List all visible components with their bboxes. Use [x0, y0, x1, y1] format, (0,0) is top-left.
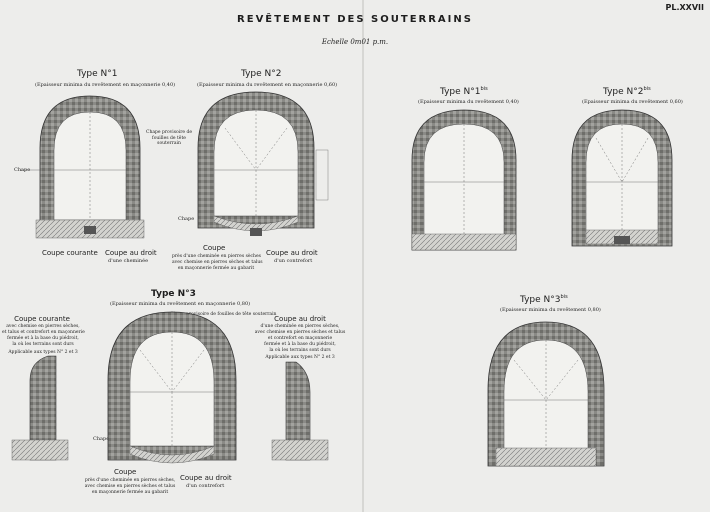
type-2-left-note-3: en maçonnerie fermée au gabarit	[177, 266, 255, 271]
type-1-title: Type N°1	[77, 69, 118, 79]
type-1-tunnel-drawing	[20, 95, 145, 239]
type-1-left-caption: Coupe courante	[42, 249, 98, 257]
type-3bis-title: Type N°3bis	[520, 294, 568, 305]
type-2-subtitle: (Epaisseur minima du revêtement en maçon…	[197, 82, 338, 88]
type-3-left-note-2: et talus et contrefort en maçonnerie	[2, 330, 85, 335]
type-3-right-note-3: et contrefort en maçonnerie	[267, 336, 333, 341]
type-3bis-tunnel-drawing	[487, 321, 605, 467]
type-2bis-tunnel-drawing	[571, 109, 673, 247]
type-2-left-note-2: avec chemise en pierres sèches et talus	[172, 260, 263, 265]
type-1-subtitle: (Epaisseur minima du revêtement en maçon…	[35, 82, 176, 88]
type-3-title: Type N°3	[151, 289, 196, 299]
type-3-right-note-2: avec chemise en pierres sèches et talus	[254, 330, 346, 335]
type-2-left-caption: Coupe	[203, 244, 226, 252]
type-3-left-head: Coupe courante	[14, 315, 70, 323]
type-3-right-head: Coupe au droit	[274, 315, 326, 323]
page-title: REVÊTEMENT DES SOUTERRAINS	[237, 14, 473, 25]
type-3-side-label: Chape	[93, 436, 110, 442]
type-3-left-note-4: la où les terrains sont durs	[12, 342, 74, 347]
type-2-title: Type N°2	[241, 69, 282, 79]
page-fold	[362, 0, 364, 512]
type-1bis-subtitle: (Epaisseur minima du revêtement 0,40)	[418, 99, 519, 105]
type-3-left-note-5: Applicable aux types N° 2 et 3	[8, 350, 78, 355]
plate-number: PL.XXVII	[665, 3, 704, 12]
type-1-note: Chape provisoire de fouilles de tête sou…	[146, 130, 192, 146]
type-3-bottom-left-note-2: avec chemise en pierres sèches et talus	[84, 484, 176, 489]
type-2-right-caption: Coupe au droit	[266, 249, 318, 257]
type-3-bottom-right-caption: Coupe au droit	[180, 474, 232, 482]
type-3-right-note-1: d'une cheminée en pierres sèches,	[260, 324, 340, 329]
type-3-right-note-4: fermée et à la base du piédroit,	[264, 342, 336, 347]
type-3-right-note-6: Applicable aux types N° 2 et 3	[265, 355, 335, 360]
type-1bis-title: Type N°1bis	[440, 86, 488, 97]
type-2-left-note-1: près d'une cheminée en pierres sèches	[172, 254, 261, 259]
type-1-right-caption: Coupe au droit	[105, 249, 157, 257]
type-2-right-caption-2: d'un contrefort	[274, 258, 313, 264]
type-3-bottom-right-caption-2: d'un contrefort	[186, 483, 225, 489]
type-1-right-caption-2: d'une cheminée	[108, 258, 149, 264]
type-3-top-note: Chape provisoire de fouilles de tête sou…	[170, 312, 277, 317]
type-3-bottom-left-note-1: près d'une cheminée en pierres sèches,	[84, 478, 176, 483]
type-2-side-label: Chape	[178, 216, 195, 222]
type-2bis-title: Type N°2bis	[603, 86, 651, 97]
type-3-subtitle: (Epaisseur minima du revêtement en maçon…	[110, 301, 251, 307]
type-3-right-note-5: la où les terrains sont durs	[269, 348, 331, 353]
type-2bis-subtitle: (Epaisseur minima du revêtement 0,60)	[582, 99, 683, 105]
type-3-left-note-3: fermée et à la base du piédroit,	[7, 336, 79, 341]
type-3-tunnel-drawing	[11, 311, 329, 464]
scale-label: Echelle 0m01 p.m.	[321, 38, 389, 46]
type-1bis-tunnel-drawing	[411, 109, 517, 251]
type-2-tunnel-drawing	[197, 91, 329, 236]
type-3-bottom-left-caption: Coupe	[114, 468, 137, 476]
type-3bis-subtitle: (Epaisseur minima du revêtement 0,80)	[500, 307, 601, 313]
type-3-bottom-left-note-3: en maçonnerie fermée au gabarit	[91, 490, 169, 495]
type-3-left-note-1: avec chemise en pierres sèches,	[6, 324, 80, 329]
